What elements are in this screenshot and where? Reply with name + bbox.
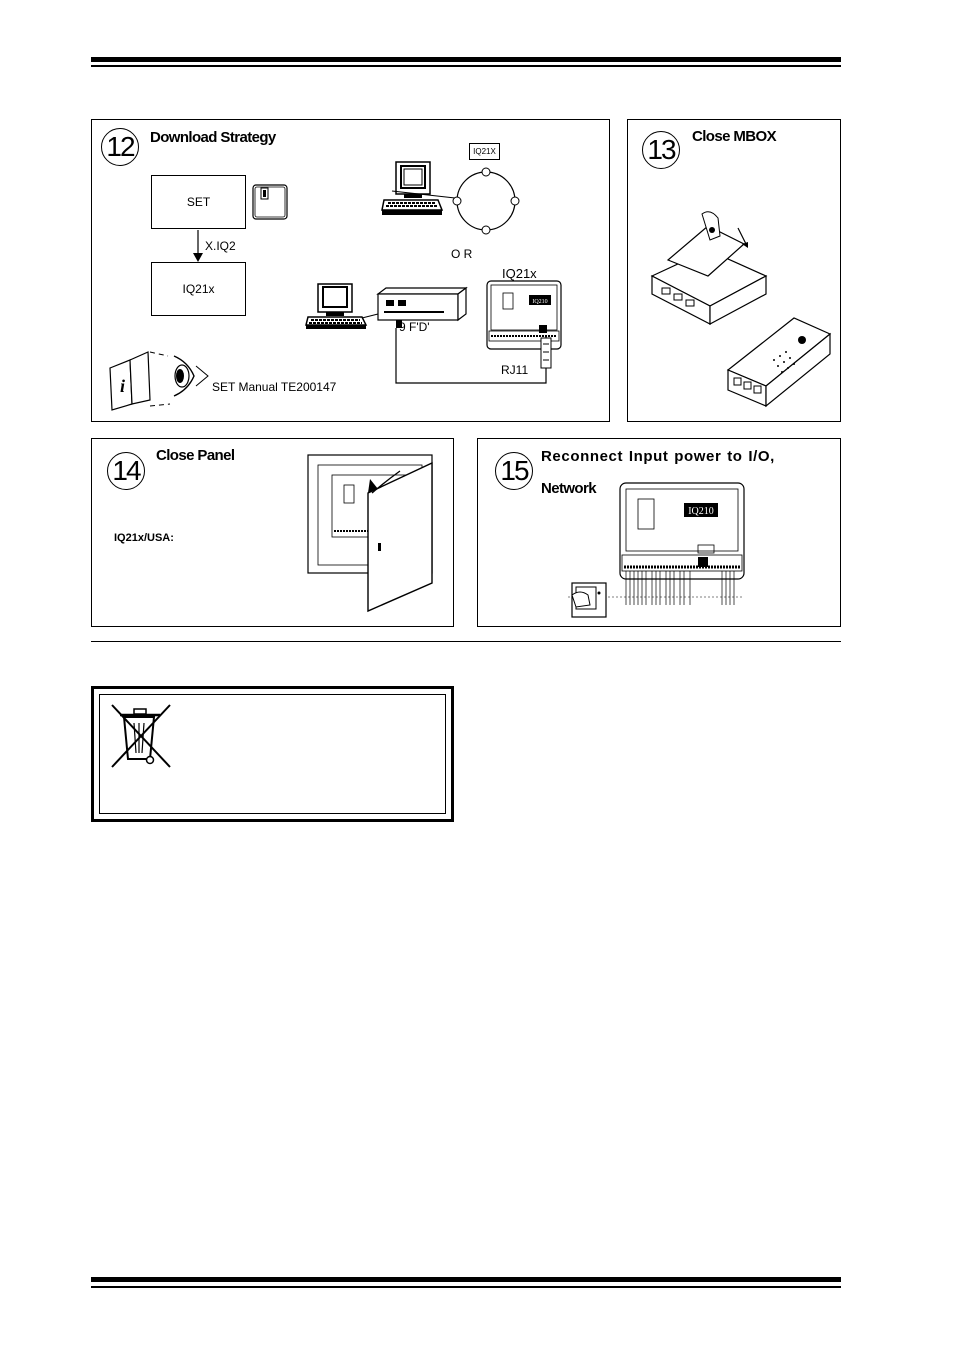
svg-text:i: i	[120, 376, 125, 396]
bottom-rule-thin	[91, 1286, 841, 1288]
desktop-computer-icon	[305, 283, 368, 329]
step-12-number: 12	[101, 128, 139, 166]
port-label: 9 F'D'	[399, 320, 430, 334]
step-14-number: 14	[107, 452, 145, 490]
weee-notice-box	[91, 686, 454, 822]
bottom-rule-thick	[91, 1277, 841, 1282]
cable-label: RJ11	[501, 363, 529, 377]
iq210-controller-diagram: IQ210	[568, 482, 745, 605]
floppy-disk-icon	[252, 184, 288, 220]
step-12-panel: 12 Download Strategy SET IQ21x X.IQ2 IQ2…	[91, 119, 610, 422]
step-15-panel: 15 Reconnect Input power to I/O, Network…	[477, 438, 841, 627]
rj11-cable	[395, 328, 552, 384]
step-14-panel: 14 Close Panel IQ21x/USA:	[91, 438, 454, 627]
manual-reference: SET Manual TE200147	[212, 380, 337, 394]
step-13-number: 13	[642, 131, 680, 169]
step-15-title-line1: Reconnect Input power to I/O,	[541, 448, 775, 465]
set-box: SET	[151, 175, 246, 229]
information-book-icon: i	[109, 351, 171, 411]
iq-box: IQ21x	[151, 262, 246, 316]
step-13-title: Close MBOX	[692, 128, 777, 145]
top-rule-thick	[91, 57, 841, 62]
step-14-note: IQ21x/USA:	[114, 532, 174, 544]
interface-unit-diagram	[361, 286, 468, 328]
network-node-label: IQ21X	[469, 143, 500, 160]
controller-label: IQ21x	[502, 266, 537, 281]
step-15-number: 15	[495, 452, 533, 490]
mbox-open-diagram	[650, 211, 768, 326]
panel-door-diagram	[307, 454, 433, 613]
or-label: O R	[451, 247, 473, 261]
file-label: X.IQ2	[205, 239, 236, 253]
eye-icon	[173, 355, 209, 397]
step-13-panel: 13 Close MBOX	[627, 119, 841, 422]
download-arrow	[193, 230, 203, 262]
power-switch-icon	[571, 582, 607, 618]
svg-text:IQ210: IQ210	[688, 506, 714, 517]
step-15-title-line2: Network	[541, 480, 597, 497]
step-12-title: Download Strategy	[150, 129, 276, 146]
top-rule-thin	[91, 65, 841, 67]
network-ring-diagram	[391, 167, 520, 235]
desktop-computer-icon	[381, 161, 444, 215]
mbox-closed-diagram	[726, 317, 832, 408]
step-14-title: Close Panel	[156, 447, 235, 464]
svg-text:IQ210: IQ210	[532, 299, 547, 305]
section-divider	[91, 641, 841, 642]
crossed-out-wheelie-bin-icon	[111, 704, 171, 768]
weee-notice-inner-border	[99, 694, 446, 814]
